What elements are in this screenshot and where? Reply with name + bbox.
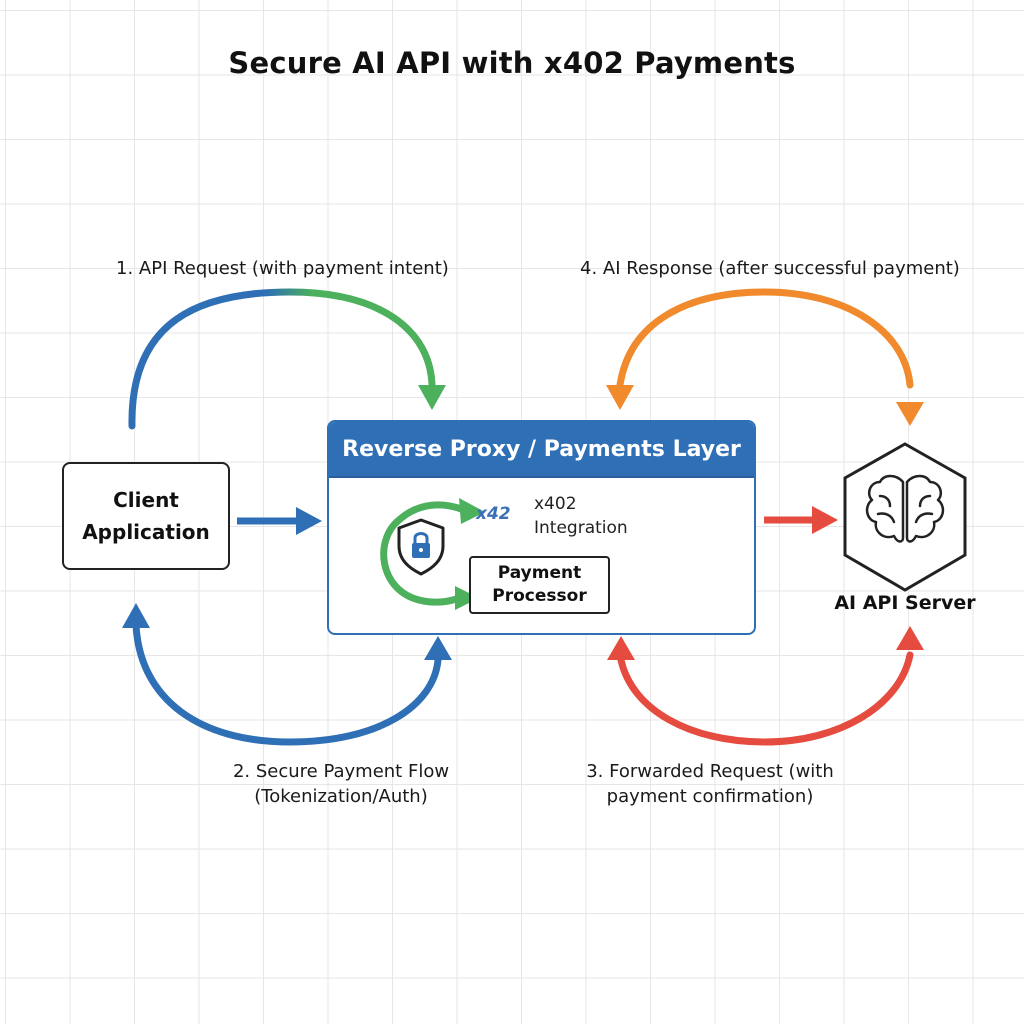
arrow-client-to-proxy-head xyxy=(296,507,322,535)
client-line1: Client xyxy=(113,488,179,512)
step2-line2: (Tokenization/Auth) xyxy=(254,786,428,807)
arrow-forwarded-request xyxy=(617,651,914,746)
arrow-forwarded-request-head-left xyxy=(607,636,635,660)
arrow-secure-payment-head-left xyxy=(122,603,150,628)
step1-label: 1. API Request (with payment intent) xyxy=(116,258,449,279)
x42-logo: x42 xyxy=(476,504,511,524)
x402-line1: x402 xyxy=(534,494,577,514)
x402-integration-label: x402 Integration xyxy=(534,492,628,540)
client-application-box: Client Application xyxy=(62,462,230,570)
cycle-arrow-top-head xyxy=(459,498,485,524)
step2-line1: 2. Secure Payment Flow xyxy=(232,761,450,782)
arrow-proxy-to-server-head xyxy=(812,506,838,534)
ai-api-server-label: AI API Server xyxy=(834,592,976,614)
arrow-api-request xyxy=(128,288,436,430)
step4-label: 4. AI Response (after successful payment… xyxy=(580,258,960,279)
step3-line2: payment confirmation) xyxy=(606,786,814,807)
step2-label: 2. Secure Payment Flow (Tokenization/Aut… xyxy=(196,759,486,809)
proxy-cycle-graphic xyxy=(380,498,485,610)
arrow-ai-response-head-right xyxy=(896,402,924,426)
arrow-secure-payment xyxy=(132,621,442,746)
payment-processor-box: Payment Processor xyxy=(469,556,610,614)
arrow-ai-response xyxy=(616,288,914,389)
processor-line1: Payment xyxy=(497,563,582,583)
arrow-ai-response-head-left xyxy=(606,385,634,410)
arrow-api-request-head xyxy=(418,385,446,410)
client-line2: Application xyxy=(82,520,210,544)
step3-line1: 3. Forwarded Request (with xyxy=(586,761,834,782)
proxy-header: Reverse Proxy / Payments Layer xyxy=(329,422,754,478)
processor-line2: Processor xyxy=(492,586,587,606)
cycle-arrow-bottom xyxy=(415,594,463,606)
server-hexagon xyxy=(843,442,967,592)
step3-label: 3. Forwarded Request (with payment confi… xyxy=(560,759,860,809)
shield-lock-icon xyxy=(397,518,445,576)
arrow-secure-payment-head-right xyxy=(424,636,452,660)
cycle-arrow-bottom-head xyxy=(455,586,479,610)
brain-icon xyxy=(865,474,945,543)
diagram-title: Secure AI API with x402 Payments xyxy=(228,46,796,80)
reverse-proxy-box: Reverse Proxy / Payments Layer x42 x402 … xyxy=(327,420,756,635)
arrow-forwarded-request-head-right xyxy=(896,626,924,650)
x402-line2: Integration xyxy=(534,518,628,538)
cycle-arrow-top xyxy=(380,501,468,604)
